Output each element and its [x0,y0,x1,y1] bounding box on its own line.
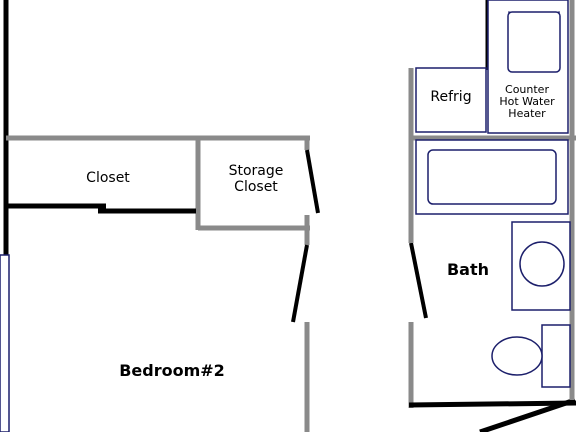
bedroom-door [291,244,309,323]
heater-label-line3: Heater [508,107,546,120]
storage-closet-label-line2: Closet [234,179,278,195]
bath-corner-wall [479,397,576,432]
bathtub-basin [427,149,557,205]
sink-basin [507,11,561,73]
storage-closet-label-line1: Storage [229,163,284,179]
storage-closet-door [305,149,320,214]
closet-label: Closet [86,170,130,186]
heater-label-line1: Counter [505,83,549,96]
bath-label: Bath [447,260,489,279]
bedroom-label: Bedroom#2 [119,361,225,380]
refrigerator [415,67,487,133]
bath-bottom-wall [408,400,576,408]
left-window [0,254,10,432]
toilet-bowl [491,336,543,376]
bath-door [409,242,428,319]
refrig-label: Refrig [430,89,471,105]
toilet-tank [541,324,571,388]
vanity-sink [519,241,565,287]
heater-label-line2: Hot Water [499,95,555,108]
